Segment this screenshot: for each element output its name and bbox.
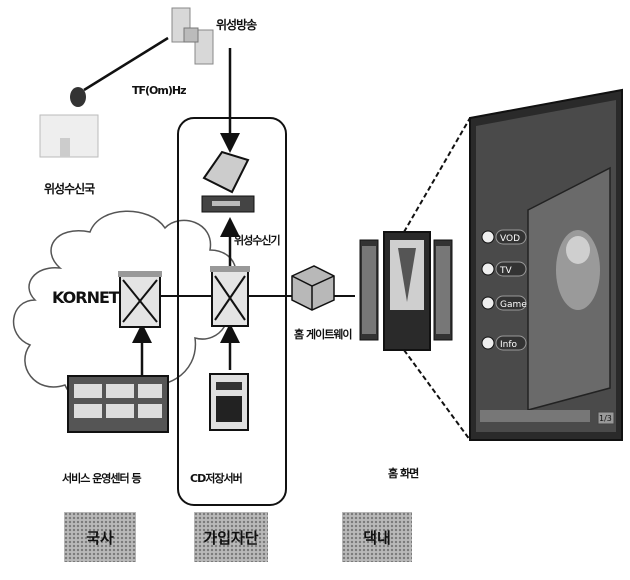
tv-menu-item: Info [500, 340, 518, 350]
home-set-icon [360, 232, 452, 350]
tv-menu-item: Game [500, 300, 527, 310]
kornet-router-icon [118, 271, 162, 327]
cd-server-icon [210, 374, 248, 430]
contents-server-label: 서비스 운영센터 등 [62, 470, 141, 486]
zoom-line-top [404, 118, 470, 232]
zone-home: 댁내 [342, 512, 412, 562]
satellite-receiver-label: 위성수신기 [234, 232, 280, 248]
home-screen-label: 홈 화면 [388, 465, 418, 481]
tv-page-indicator: 1/3 [599, 414, 612, 423]
tf-link-label: TF(Om)Hz [132, 84, 186, 97]
satellite-label: 위성방송 [216, 16, 256, 33]
dish-icon [40, 87, 98, 157]
zoom-line-bottom [404, 350, 470, 440]
home-gateway-icon [292, 266, 334, 310]
uplink-line [84, 38, 168, 90]
receiver-station-label: 위성수신국 [44, 180, 94, 197]
zone-access: 가입자단 [194, 512, 268, 562]
server-rack-icon [68, 376, 168, 432]
gateway-label: 홈 게이트웨이 [294, 326, 352, 342]
zone-center: 국사 [64, 512, 136, 562]
access-switch-icon [210, 266, 250, 326]
tv-menu-item: VOD [500, 234, 520, 244]
kornet-label: KORNET [52, 288, 119, 307]
satellite-icon [172, 8, 213, 64]
tv-menu-item: TV [499, 266, 512, 276]
cd-server-label: CD저장서버 [190, 470, 242, 486]
satellite-receiver-icon [202, 152, 254, 212]
